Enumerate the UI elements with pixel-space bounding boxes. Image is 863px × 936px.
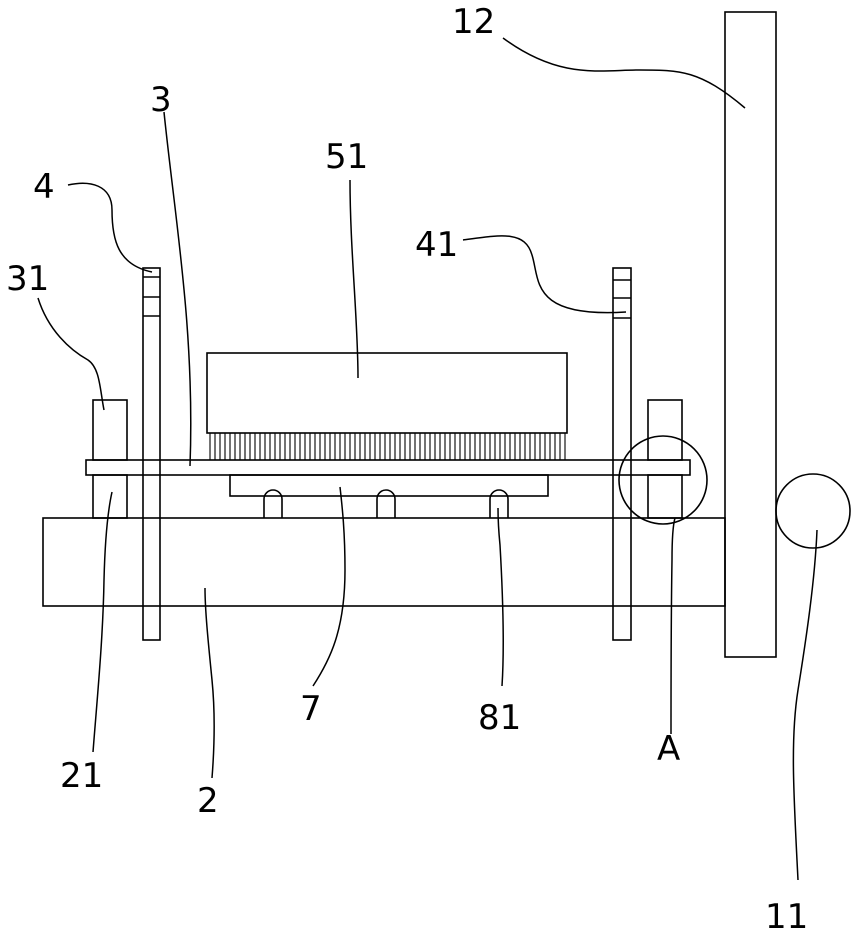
label-51: 51 [325, 137, 368, 177]
label-12: 12 [452, 2, 495, 42]
label-31: 31 [6, 259, 49, 299]
leader-2 [205, 588, 214, 778]
label-11: 11 [765, 897, 808, 936]
leader-31 [38, 298, 104, 410]
part-31-left-post [93, 400, 127, 460]
label-21: 21 [60, 756, 103, 796]
part-12-vertical-panel [725, 12, 776, 657]
part-81-pins [264, 490, 508, 518]
label-4: 4 [33, 167, 55, 207]
right-post [648, 400, 682, 460]
label-A: A [657, 729, 680, 769]
part-11-wheel [776, 474, 850, 548]
leader-A [671, 518, 675, 734]
brush-bristles [210, 433, 565, 460]
label-3: 3 [150, 80, 172, 120]
part-4-left-rod [143, 268, 160, 640]
leader-41 [463, 236, 626, 313]
leader-12 [503, 38, 745, 108]
leader-81 [498, 508, 503, 686]
detail-a-circle [619, 436, 707, 524]
leader-21 [93, 492, 112, 752]
right-support [648, 475, 682, 518]
part-51-brush-block [207, 353, 567, 433]
leader-7 [313, 487, 345, 686]
label-2: 2 [197, 781, 219, 821]
label-41: 41 [415, 225, 458, 265]
part-2-base-block [43, 518, 725, 606]
part-7-bracket [230, 475, 548, 496]
leader-3 [164, 112, 191, 466]
label-7: 7 [300, 689, 322, 729]
part-3-plate [86, 460, 690, 475]
label-81: 81 [478, 698, 521, 738]
part-21-left-support [93, 475, 127, 518]
leader-11 [793, 530, 817, 880]
leader-4 [68, 183, 152, 272]
leader-51 [350, 180, 358, 378]
